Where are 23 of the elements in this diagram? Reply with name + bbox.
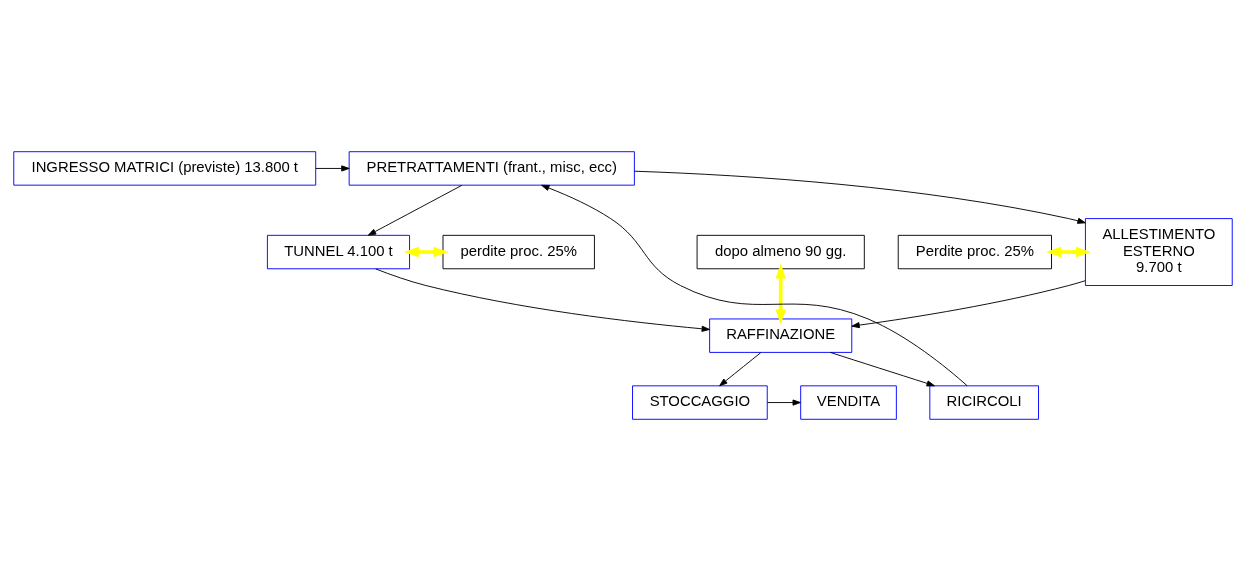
arrow	[775, 263, 786, 325]
arrow	[633, 170, 1086, 224]
node-box: dopo almeno 90 gg.	[696, 234, 865, 269]
node-box: RAFFINAZIONE	[709, 318, 853, 353]
node-box: PRETRATTAMENTI (frant., misc, ecc)	[348, 150, 635, 186]
arrow	[315, 164, 350, 171]
arrow	[367, 184, 463, 236]
node-box: perdite proc. 25%	[442, 234, 595, 269]
arrow	[1046, 246, 1091, 257]
node-box: INGRESSO MATRICI (previste) 13.800 t	[13, 150, 317, 186]
arrow	[541, 184, 968, 386]
node-box: VENDITA	[800, 384, 897, 420]
arrow	[851, 279, 1086, 328]
node-box: STOCCAGGIO	[632, 384, 768, 420]
node-box: Perdite proc. 25%	[897, 234, 1052, 269]
arrow	[375, 267, 710, 332]
arrow	[767, 399, 801, 406]
node-box: RICIRCOLI	[929, 384, 1039, 420]
arrow	[403, 246, 449, 257]
node-box: TUNNEL 4.100 t	[266, 234, 410, 269]
node-box: ALLESTIMENTO ESTERNO 9.700 t	[1084, 217, 1233, 286]
arrow	[829, 351, 935, 386]
arrow	[719, 351, 762, 386]
